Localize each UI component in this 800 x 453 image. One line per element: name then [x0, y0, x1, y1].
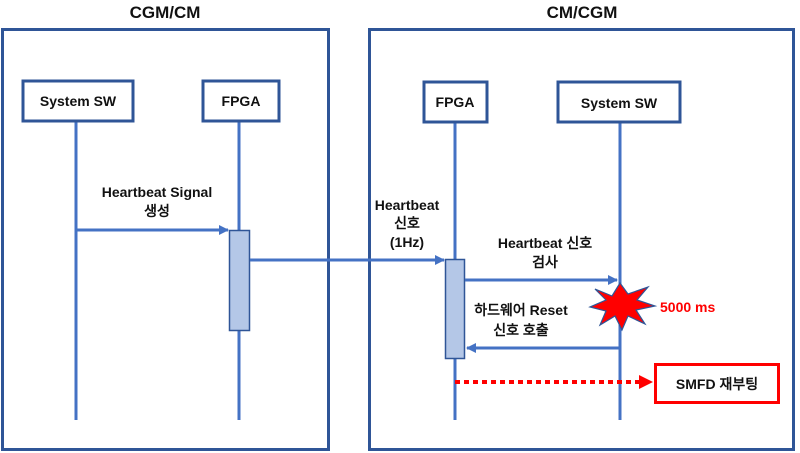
participant-label: FPGA — [222, 93, 261, 109]
explosion-icon — [588, 281, 658, 332]
label-cross-line3: (1Hz) — [390, 234, 424, 250]
participant-left-fpga: FPGA — [201, 79, 281, 123]
participant-left-system-sw: System SW — [21, 79, 135, 123]
label-reset-line1: 하드웨어 Reset — [474, 302, 568, 318]
label-check-line2: 검사 — [532, 254, 558, 270]
participant-right-system-sw: System SW — [556, 80, 682, 124]
right-module-title: CM/CGM — [547, 3, 618, 22]
label-heartbeat-generate-line1: Heartbeat Signal — [102, 184, 212, 200]
participant-label: FPGA — [436, 94, 475, 110]
label-check-line1: Heartbeat 신호 — [498, 235, 592, 251]
participant-label: System SW — [40, 93, 117, 109]
label-reset-line2: 신호 호출 — [493, 322, 549, 338]
right-module-frame — [368, 28, 795, 451]
participant-label: System SW — [581, 95, 658, 111]
timeout-label: 5000 ms — [660, 299, 715, 315]
label-cross-line2: 신호 — [394, 215, 420, 231]
left-module-title: CGM/CM — [130, 3, 201, 22]
label-cross-line1: Heartbeat — [375, 197, 440, 213]
activation-left-fpga — [228, 229, 251, 332]
participant-right-fpga: FPGA — [422, 80, 489, 124]
activation-right-fpga — [444, 258, 466, 360]
reboot-label: SMFD 재부팅 — [676, 376, 758, 392]
reboot-box: SMFD 재부팅 — [654, 363, 780, 404]
label-heartbeat-generate-line2: 생성 — [144, 203, 170, 219]
left-module-frame — [1, 28, 330, 451]
